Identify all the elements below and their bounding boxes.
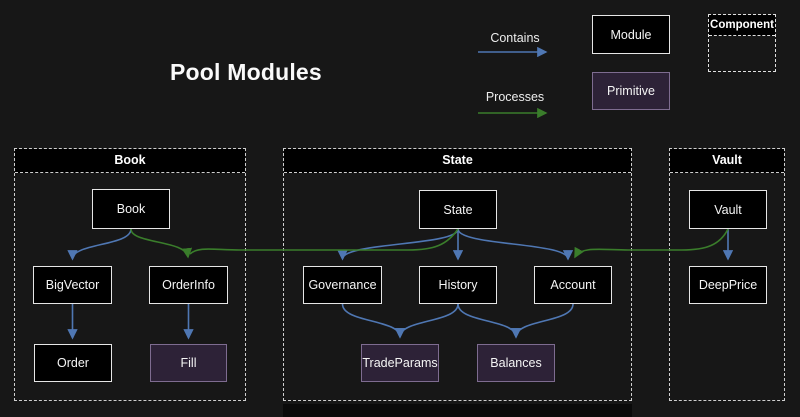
- bottom-strip: [283, 404, 632, 417]
- node-deepprice-label: DeepPrice: [698, 278, 758, 292]
- node-book-label: Book: [116, 202, 146, 216]
- node-account-label: Account: [550, 278, 596, 292]
- legend-component-label: Component: [709, 15, 775, 36]
- node-vault-label: Vault: [714, 202, 742, 217]
- node-history-label: History: [438, 278, 478, 292]
- node-fill-label: Fill: [180, 356, 197, 370]
- node-balances: Balances: [477, 344, 555, 382]
- node-state-label: State: [443, 202, 473, 217]
- legend-primitive-label: Primitive: [607, 84, 655, 98]
- node-orderinfo: OrderInfo: [149, 266, 228, 304]
- node-order-label: Order: [57, 356, 89, 370]
- container-state: State: [283, 148, 632, 401]
- node-bigvector-label: BigVector: [45, 278, 100, 292]
- node-governance-label: Governance: [308, 278, 377, 292]
- node-order: Order: [34, 344, 112, 382]
- legend-module-node: Module: [592, 15, 670, 54]
- page-title: Pool Modules: [170, 59, 322, 85]
- node-tradeparams: TradeParams: [361, 344, 439, 382]
- legend-component-box: Component: [708, 14, 776, 72]
- node-book: Book: [92, 189, 170, 229]
- legend-module-label: Module: [610, 27, 652, 42]
- container-book: Book: [14, 148, 246, 401]
- container-vault-header: Vault: [670, 149, 784, 173]
- node-vault: Vault: [689, 190, 767, 229]
- node-deepprice: DeepPrice: [689, 266, 767, 304]
- node-bigvector: BigVector: [33, 266, 112, 304]
- container-vault: Vault: [669, 148, 785, 401]
- container-state-header: State: [284, 149, 631, 173]
- container-book-header: Book: [15, 149, 245, 173]
- legend-contains-label: Contains: [490, 31, 540, 45]
- legend-primitive-node: Primitive: [592, 72, 670, 110]
- node-orderinfo-label: OrderInfo: [162, 278, 215, 292]
- node-tradeparams-label: TradeParams: [362, 356, 438, 370]
- node-fill: Fill: [150, 344, 227, 382]
- node-governance: Governance: [303, 266, 382, 304]
- legend-processes-label: Processes: [485, 90, 545, 104]
- node-balances-label: Balances: [490, 356, 542, 370]
- node-account: Account: [534, 266, 612, 304]
- node-state: State: [419, 190, 497, 229]
- node-history: History: [419, 266, 497, 304]
